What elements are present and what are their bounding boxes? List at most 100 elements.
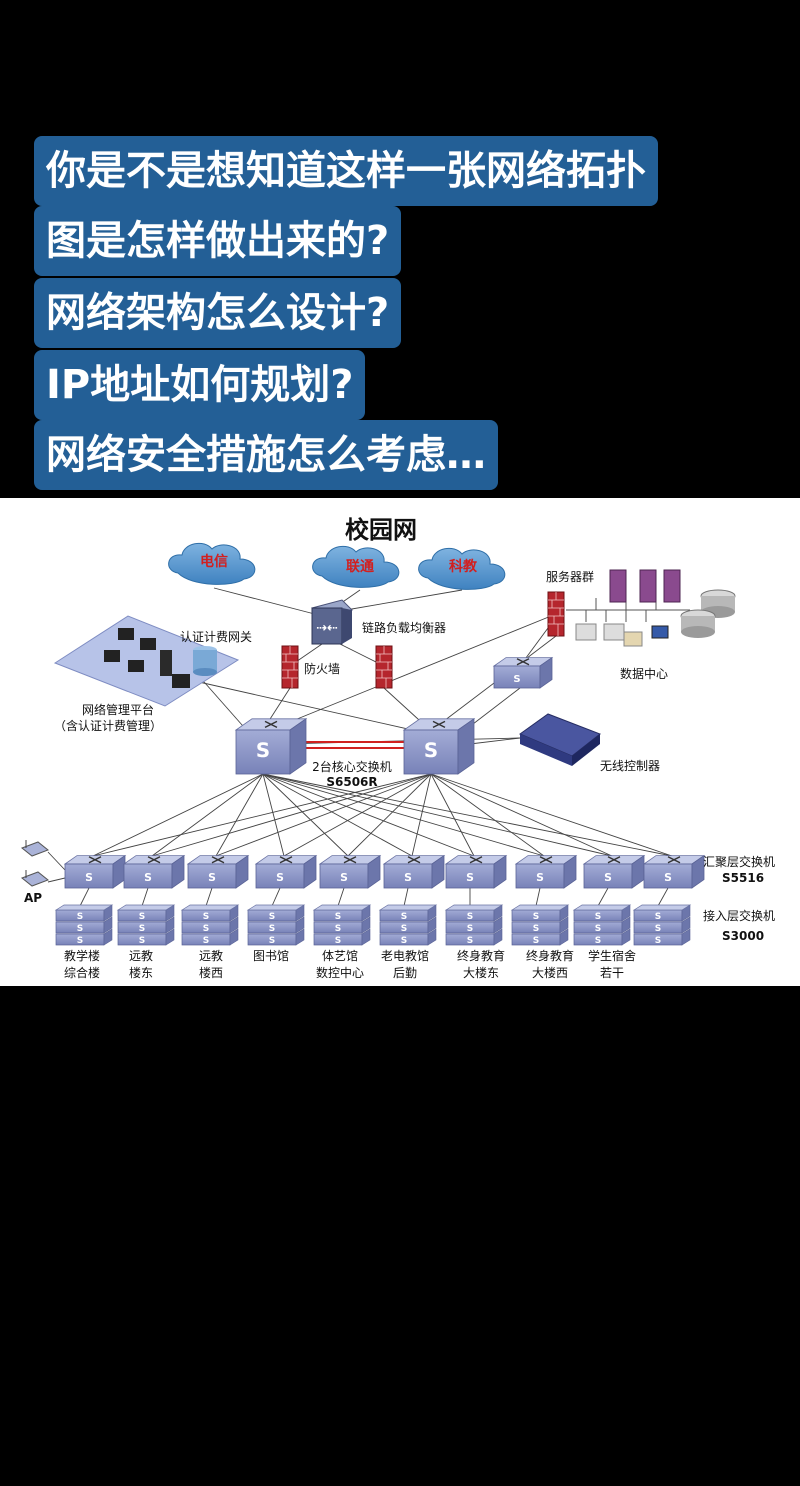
building-label-1-2: 综合楼 [64,965,100,980]
link-dist-acc-4 [337,887,345,907]
link-ap1 [47,851,66,871]
svg-text:S: S [269,912,275,922]
building-label-6-1: 老电教馆 [381,948,429,963]
building-label-6-2: 后勤 [393,966,417,980]
building-label-7-2: 大楼东 [463,965,499,980]
access-model: S3000 [722,929,764,943]
access-switch-9: SSS [572,904,632,946]
ap-icon [21,840,49,887]
access-switch-10: SSS [632,904,692,946]
svg-text:S: S [467,912,473,922]
link-dist-acc-2 [205,887,213,907]
svg-text:S: S [467,924,473,934]
link-core-wlc [469,737,521,745]
caption-line-5: 网络安全措施怎么考虑… [34,420,498,490]
link-coreL-dist-5 [262,773,413,857]
building-label-3-1: 远教 [199,948,223,963]
link-dist-acc-1 [141,887,149,907]
link-coreR-dist-4 [347,773,432,857]
ap-label: AP [24,891,42,905]
link-coreL-dist-2 [215,773,264,857]
firewall-icon-3 [547,591,565,637]
aggregation-switch-4: S [254,854,318,889]
wireless-controller-icon [518,713,602,766]
load-balancer-icon: ⇢⇠ [311,599,353,645]
link-coreL-dist-8 [262,773,613,857]
building-label-8-1: 终身教育 [526,948,574,963]
cloud-icon-telecom [168,542,256,585]
link-dist-acc-5 [403,887,409,907]
link-coreR-dist-3 [283,773,432,857]
building-label-2-1: 远教 [129,948,153,963]
caption-line-1: 你是不是想知道这样一张网络拓扑 [34,136,658,206]
link-coreL-dist-6 [262,773,475,857]
building-label-4-1: 图书馆 [253,948,289,963]
svg-text:S: S [256,739,270,762]
svg-text:S: S [595,936,601,946]
core-switch-label: 2台核心交换机 [312,759,392,774]
svg-text:S: S [401,936,407,946]
svg-text:S: S [335,924,341,934]
svg-text:S: S [77,936,83,946]
building-labels: 教学楼综合楼远教楼东远教楼西图书馆体艺馆数控中心老电教馆后勤终身教育大楼东终身教… [64,948,636,980]
link-dist-acc-0 [79,887,90,907]
mgmt-platform-note: （含认证计费管理） [54,718,162,733]
link-dist-acc-7 [535,887,541,907]
aggregation-switch-3: S [186,854,250,889]
svg-text:S: S [77,912,83,922]
access-switch-3: SSS [180,904,240,946]
cloud-label-science: 科教 [449,558,478,575]
svg-text:S: S [536,871,544,884]
svg-text:S: S [139,924,145,934]
svg-text:S: S [533,924,539,934]
svg-text:S: S [335,936,341,946]
svg-text:S: S [513,674,520,685]
auth-gateway-label: 认证计费网关 [180,630,252,644]
link-gw-coreR [189,679,431,735]
dmz-switch: S [492,656,554,689]
svg-text:S: S [655,936,661,946]
svg-text:S: S [424,739,438,762]
svg-text:S: S [77,924,83,934]
access-switch-1: SSS [54,904,114,946]
aggregation-label: 汇聚层交换机 [703,854,775,869]
svg-text:S: S [139,912,145,922]
svg-text:S: S [466,871,474,884]
svg-text:S: S [533,912,539,922]
access-label: 接入层交换机 [703,908,775,923]
firewall-icon-2 [375,645,393,689]
link-coreL-dist-9 [262,773,673,857]
building-label-3-2: 楼西 [199,965,223,980]
load-balancer-label: 链路负载均衡器 [362,620,446,635]
links-layer [47,587,673,907]
link-coreR-dist-0 [92,773,432,857]
svg-text:S: S [401,912,407,922]
building-label-9-2: 若干 [600,966,624,980]
link-coreL-dist-1 [151,773,264,857]
svg-text:S: S [467,936,473,946]
link-coreR-dist-6 [430,773,475,857]
link-fw3-coreL [269,613,557,731]
server-group-icon [566,569,736,647]
svg-text:S: S [85,871,93,884]
svg-text:S: S [203,912,209,922]
aggregation-model: S5516 [722,871,764,885]
svg-text:S: S [335,912,341,922]
link-coreL-dist-0 [92,773,264,857]
core-switch-left: S [234,718,308,775]
cloud-label-unicom: 联通 [346,559,374,575]
link-coreL-dist-4 [262,773,349,857]
access-switch-7: SSS [444,904,504,946]
svg-text:S: S [269,924,275,934]
caption-line-2: 图是怎样做出来的? [34,206,402,276]
link-dist-acc-8 [597,887,609,907]
aggregation-switch-2: S [122,854,186,889]
aggregation-switch-5: S [318,854,382,889]
svg-text:S: S [276,871,284,884]
building-label-9-1: 学生宿舍 [588,948,636,963]
link-coreR-dist-2 [215,773,432,857]
cloud-label-telecom: 电信 [200,553,228,570]
building-label-7-1: 终身教育 [457,948,505,963]
link-dist-acc-9 [657,887,669,907]
svg-text:S: S [340,871,348,884]
